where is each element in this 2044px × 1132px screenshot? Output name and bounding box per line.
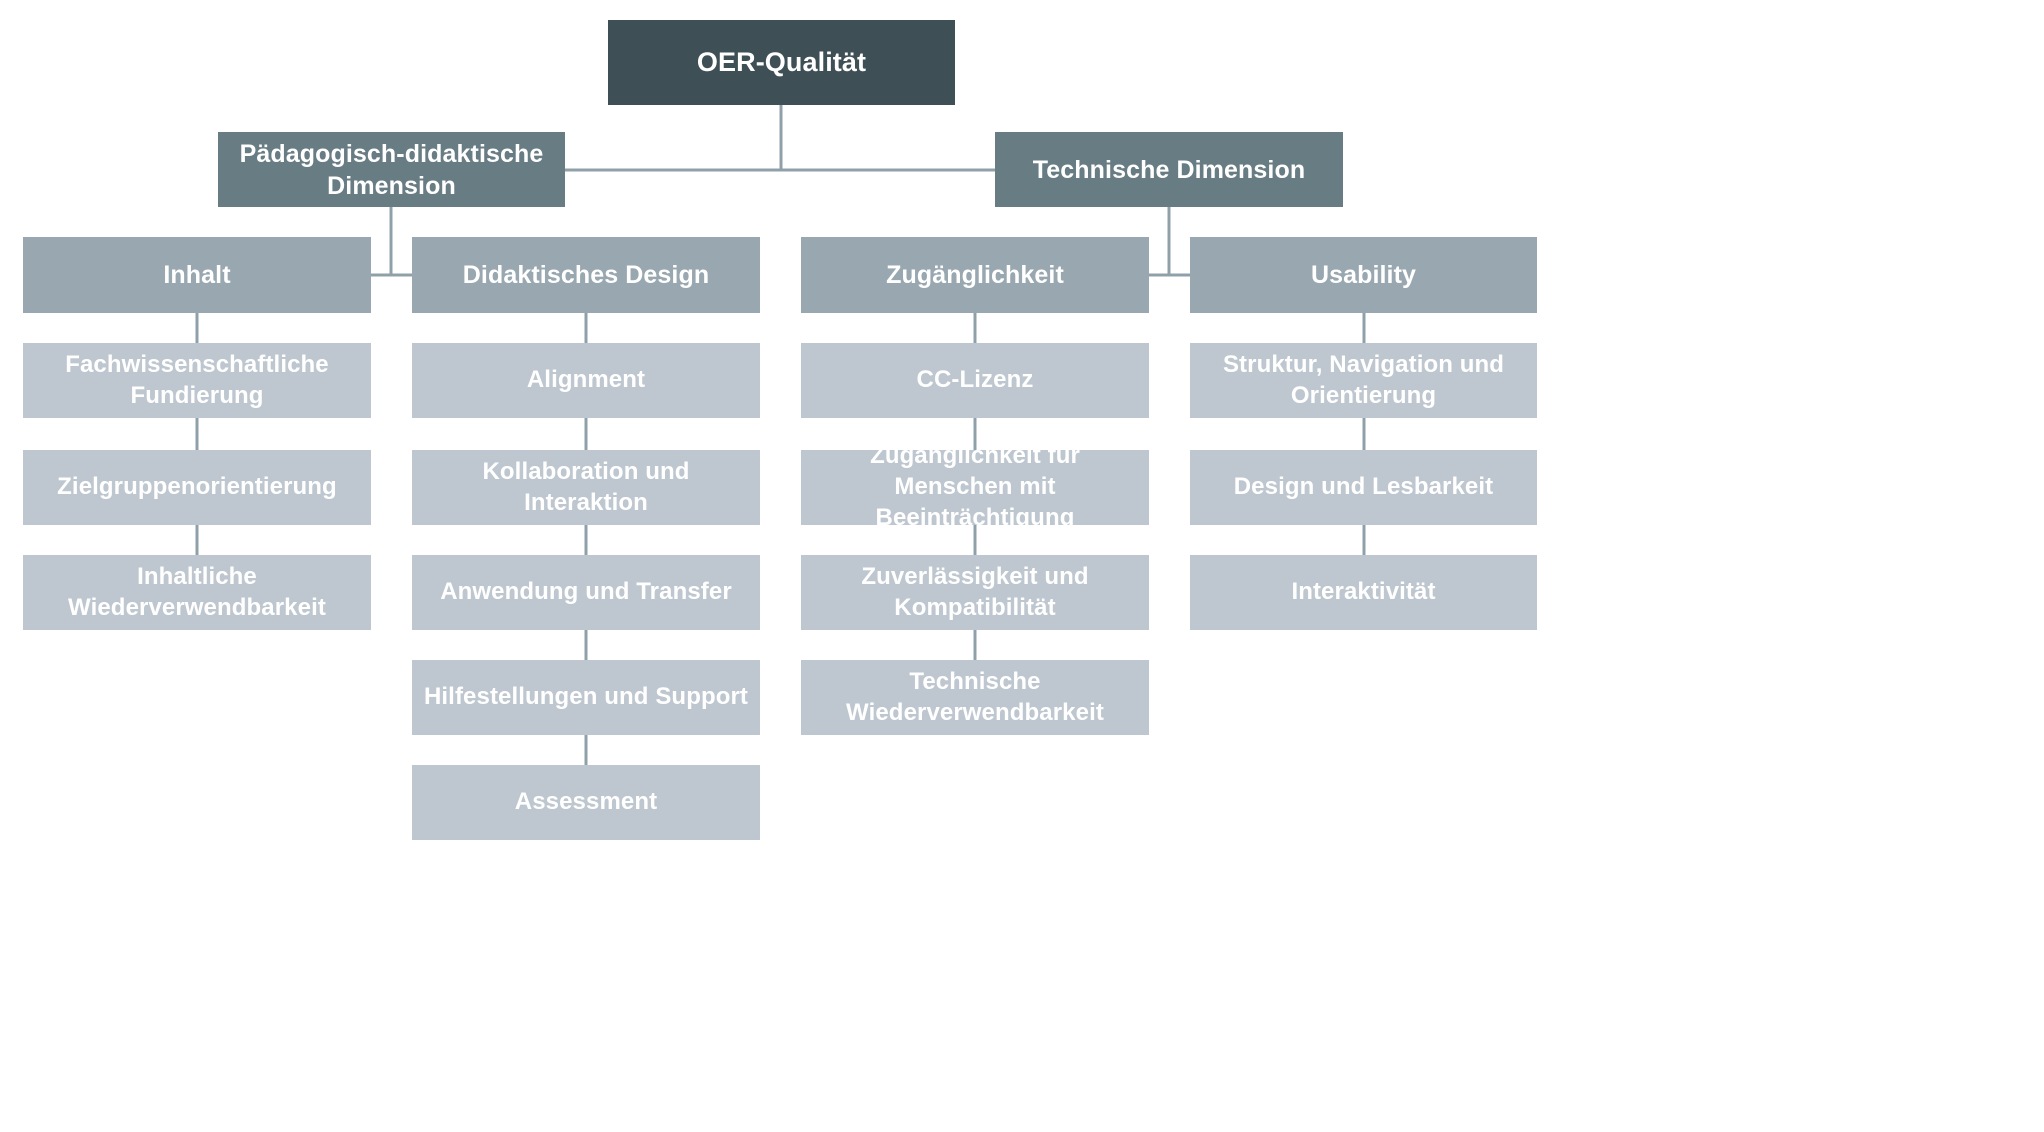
node-label: Zugänglichkeit für Menschen mit Beeinträ…	[870, 442, 1080, 531]
node-label: Struktur, Navigation und Orientierung	[1222, 350, 1505, 409]
node-label: Technische Wiederverwendbarkeit	[846, 667, 1104, 726]
node-label: Zielgruppenorientierung	[57, 473, 337, 501]
node-assessment[interactable]: Assessment	[412, 765, 760, 840]
node-alignment[interactable]: Alignment	[412, 343, 760, 418]
node-label: Technische Dimension	[1032, 155, 1306, 184]
node-kollaboration-und-interaktion[interactable]: Kollaboration und Interaktion	[412, 450, 760, 525]
node-interaktivitaet[interactable]: Interaktivität	[1190, 555, 1537, 630]
node-label: Anwendung und Transfer	[440, 578, 732, 606]
node-label: Zuverlässigkeit und Kompatibilität	[861, 562, 1089, 621]
node-technische-dimension[interactable]: Technische Dimension	[995, 132, 1343, 207]
node-usability[interactable]: Usability	[1190, 237, 1537, 313]
node-label: Inhalt	[163, 261, 231, 289]
node-zuverlaessigkeit-und-kompatibilitaet[interactable]: Zuverlässigkeit und Kompatibilität	[801, 555, 1149, 630]
node-hilfestellungen-und-support[interactable]: Hilfestellungen und Support	[412, 660, 760, 735]
node-cc-lizenz[interactable]: CC-Lizenz	[801, 343, 1149, 418]
node-inhaltliche-wiederverwendbarkeit[interactable]: Inhaltliche Wiederverwendbarkeit	[23, 555, 371, 630]
node-label: Zugänglichkeit	[886, 261, 1064, 289]
node-zugaenglichkeit[interactable]: Zugänglichkeit	[801, 237, 1149, 313]
node-label: Fachwissenschaftliche Fundierung	[65, 350, 329, 409]
node-technische-wiederverwendbarkeit[interactable]: Technische Wiederverwendbarkeit	[801, 660, 1149, 735]
node-label: Alignment	[526, 366, 646, 394]
node-label: Assessment	[514, 788, 658, 816]
node-fachwissenschaftliche-fundierung[interactable]: Fachwissenschaftliche Fundierung	[23, 343, 371, 418]
node-oer-qualitaet[interactable]: OER-Qualität	[608, 20, 955, 105]
node-label: Inhaltliche Wiederverwendbarkeit	[68, 562, 326, 621]
node-label: CC-Lizenz	[916, 366, 1034, 394]
node-label: OER-Qualität	[696, 47, 867, 78]
node-struktur-navigation-und-orientierung[interactable]: Struktur, Navigation und Orientierung	[1190, 343, 1537, 418]
node-label: Usability	[1310, 261, 1417, 289]
node-label: Kollaboration und Interaktion	[482, 457, 690, 516]
node-label: Hilfestellungen und Support	[423, 683, 749, 711]
node-zugaenglichkeit-fuer-menschen-mit-beeintraechtigung[interactable]: Zugänglichkeit für Menschen mit Beeinträ…	[801, 442, 1149, 531]
node-inhalt[interactable]: Inhalt	[23, 237, 371, 313]
node-label: Didaktisches Design	[462, 261, 710, 289]
node-label: Design und Lesbarkeit	[1233, 473, 1494, 501]
node-zielgruppenorientierung[interactable]: Zielgruppenorientierung	[23, 450, 371, 525]
node-design-und-lesbarkeit[interactable]: Design und Lesbarkeit	[1190, 450, 1537, 525]
node-didaktisches-design[interactable]: Didaktisches Design	[412, 237, 760, 313]
node-anwendung-und-transfer[interactable]: Anwendung und Transfer	[412, 555, 760, 630]
node-label: Interaktivität	[1291, 578, 1436, 606]
node-label: Pädagogisch-didaktische Dimension	[239, 139, 544, 200]
node-paedagogisch-didaktische-dimension[interactable]: Pädagogisch-didaktische Dimension	[218, 132, 565, 207]
